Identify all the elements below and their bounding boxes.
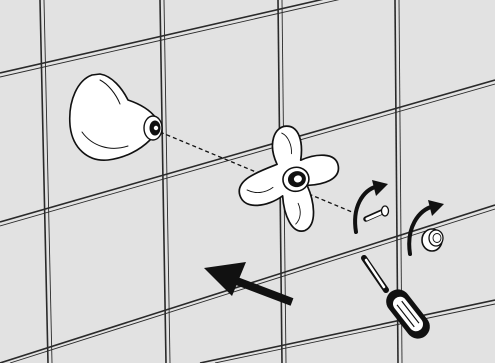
index-cap	[422, 229, 443, 251]
